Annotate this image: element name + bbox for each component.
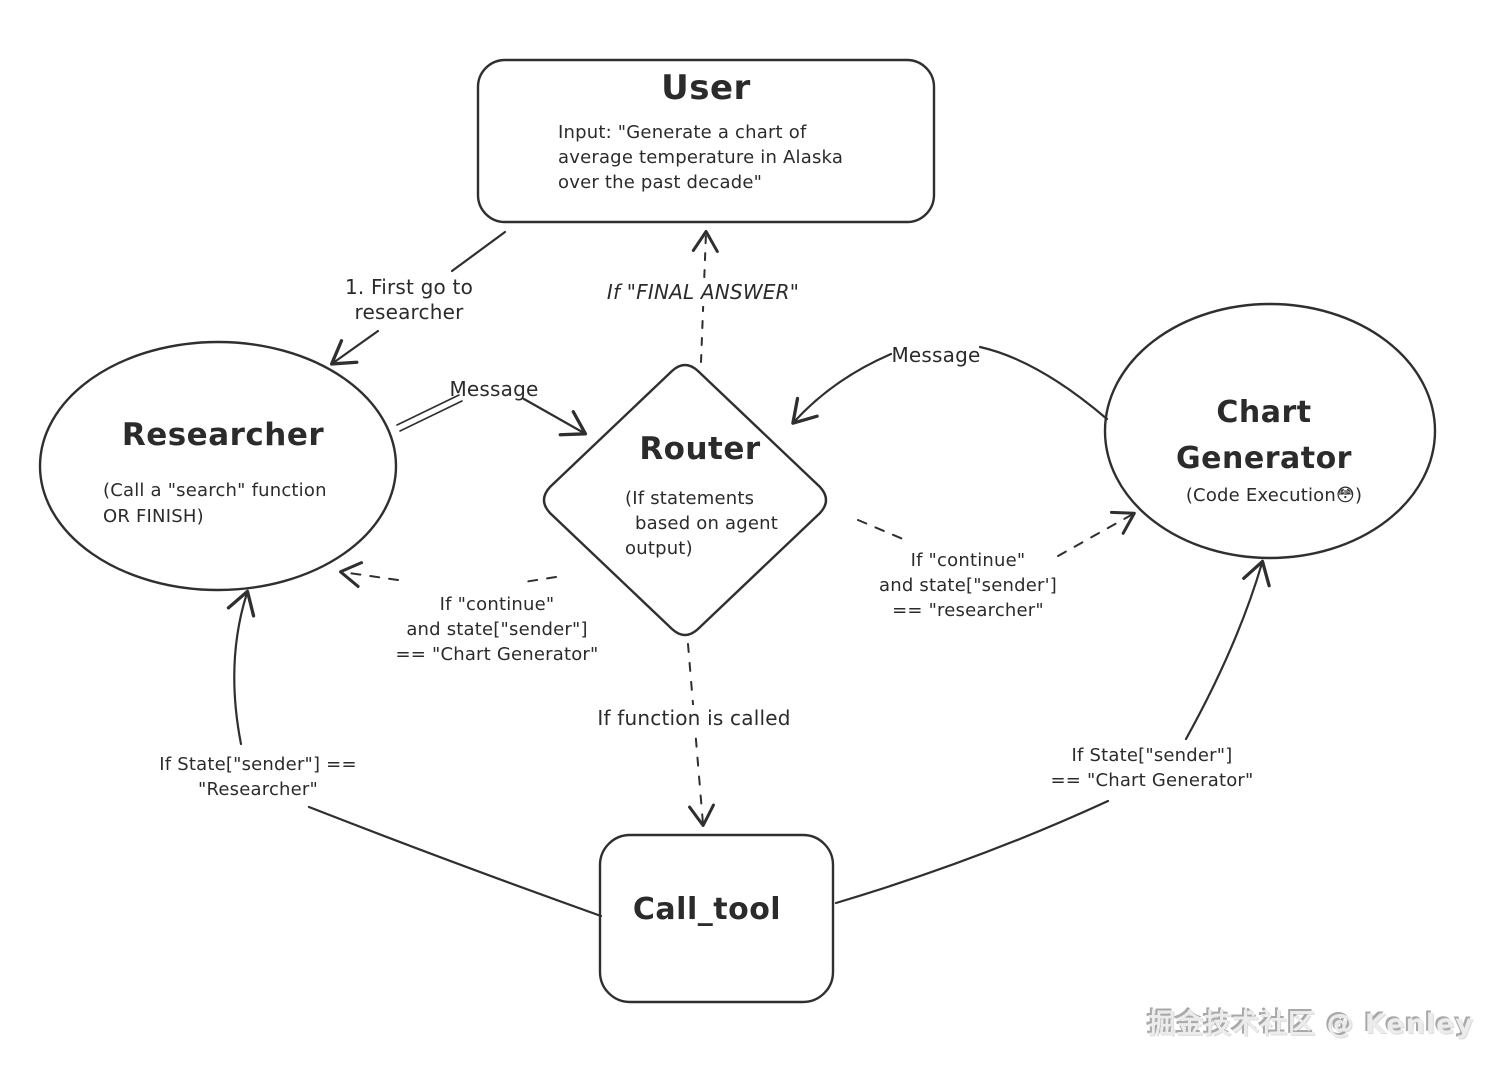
edge-label-calltool-to-researcher: If State["sender"] == "Researcher" [159, 752, 356, 802]
edge-label-router-to-chartgen: If "continue" and state["sender'] == "re… [879, 548, 1057, 623]
edge-label-line: If "continue" [910, 550, 1026, 571]
chart-generator-title-line: Chart [1216, 395, 1312, 430]
researcher-node-shape [38, 340, 398, 592]
user-body-line: Input: "Generate a chart of [558, 122, 807, 143]
router-node-shape [542, 363, 828, 637]
edge-label-line: and state["sender'] [878, 575, 1058, 596]
edge-label-line: == "researcher" [892, 600, 1044, 621]
researcher-body-line: OR FINISH) [103, 506, 204, 527]
edge-label-line: == "Chart Generator" [1050, 770, 1254, 791]
edge-label-router-to-researcher: If "continue" and state["sender"] == "Ch… [395, 592, 598, 667]
chart-generator-node-subtitle: (Code Execution😳) [1185, 485, 1363, 506]
researcher-node-title: Researcher [121, 417, 325, 453]
edge-router-to-user-dashed-arrow [691, 230, 719, 363]
edge-router-to-researcher-dash [523, 576, 557, 583]
chart-generator-title-line: Generator [1176, 441, 1352, 476]
edge-researcher-to-router-line-a [396, 394, 460, 426]
router-node-body: (If statements based on agent output) [625, 486, 778, 561]
user-node-title: User [661, 68, 751, 108]
user-body-line: average temperature in Alaska [558, 147, 844, 168]
edge-label-line: If State["sender"] [1071, 745, 1233, 766]
watermark: 掘金技术社区 @ Kenley [1148, 1009, 1474, 1040]
edge-router-to-calltool-dashed-arrow [687, 643, 715, 827]
edge-label-calltool-to-chartgen: If State["sender"] == "Chart Generator" [1050, 743, 1253, 793]
router-body-line: (If statements [625, 488, 755, 509]
call-tool-node-shape [598, 833, 835, 1004]
edge-chartgen-to-router-arrow [791, 352, 893, 425]
edge-calltool-to-chartgen-arrow [1184, 559, 1271, 741]
edge-label-researcher-to-router: Message [449, 377, 539, 401]
edge-label-line: researcher [354, 300, 464, 324]
edge-router-to-chartgen-dashed-arrow [1057, 510, 1136, 557]
edge-calltool-to-researcher-line [307, 805, 603, 918]
edge-label-line: 1. First go to [344, 275, 474, 299]
edge-calltool-to-researcher-arrow [226, 589, 256, 746]
edge-researcher-to-router-line-b [399, 400, 463, 432]
chart-generator-node-title: Chart Generator [1176, 390, 1352, 482]
router-body-line: based on agent [635, 513, 778, 534]
user-node-shape [476, 58, 936, 224]
researcher-node-body: (Call a "search" function OR FINISH) [103, 478, 327, 530]
edge-router-to-chartgen-dash [857, 519, 911, 543]
edge-chartgen-to-router-line [978, 345, 1109, 421]
router-body-line: output) [625, 538, 693, 559]
edge-researcher-to-router-arrow [522, 397, 588, 437]
researcher-body-line: (Call a "search" function [103, 480, 327, 501]
edge-label-line: and state["sender"] [406, 619, 588, 640]
edge-calltool-to-chartgen-line [834, 799, 1110, 905]
edge-label-line: == "Chart Generator" [395, 644, 599, 665]
edge-label-router-to-user: If "FINAL ANSWER" [600, 279, 806, 306]
edge-label-router-to-calltool: If function is called [591, 705, 797, 732]
edge-user-to-researcher-arrow [330, 329, 380, 366]
call-tool-node-title: Call_tool [632, 892, 782, 927]
edge-label-line: If State["sender"] == [159, 754, 357, 775]
edge-label-chartgen-to-router: Message [891, 343, 981, 367]
chart-generator-node-shape [1103, 302, 1437, 560]
user-body-line: over the past decade" [558, 172, 763, 193]
edge-user-to-researcher-line [450, 230, 507, 273]
edge-router-to-researcher-dashed-arrow [339, 561, 399, 588]
edge-label-line: "Researcher" [198, 779, 318, 800]
edge-label-line: If "continue" [439, 594, 555, 615]
router-node-title: Router [639, 431, 761, 467]
edge-label-user-to-researcher: 1. First go to researcher [345, 275, 473, 325]
user-node-body: Input: "Generate a chart of average temp… [558, 120, 843, 195]
